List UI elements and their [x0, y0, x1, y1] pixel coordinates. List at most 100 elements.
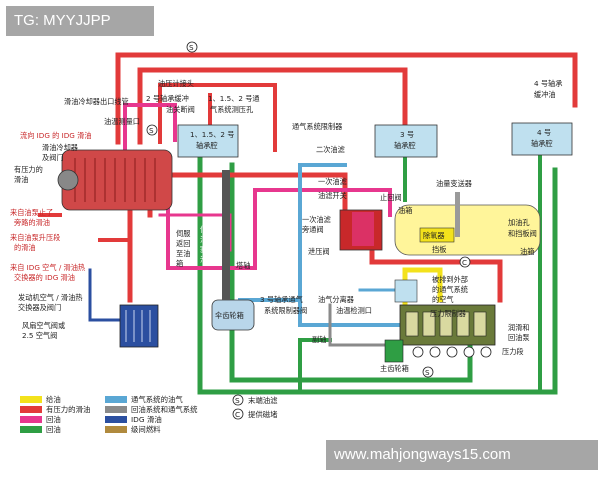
level-sensor: [455, 192, 460, 237]
label-oil-pressure-port: 油压计接头: [158, 79, 194, 88]
label-from-pump2: 旁路的滑油: [14, 218, 50, 227]
scavenge-pipe-bottom: [298, 338, 332, 394]
label-pressurized2: 滑油: [14, 175, 28, 184]
label-exhaust: 被排到外部: [432, 275, 468, 284]
bearing-box-4-label: 4 号: [537, 128, 551, 137]
return-pipe-servo: [166, 188, 392, 270]
legend-scavenge: 回油: [46, 425, 61, 434]
exchanger-fins: [125, 310, 151, 342]
label-cooler-valve2: 及阀门: [42, 153, 64, 162]
s-marker-cooler-letter: S: [149, 126, 154, 135]
label-level-sensor: 油量变送器: [436, 179, 472, 188]
label-scavenge-pump: 润滑和: [508, 323, 530, 332]
label-no3-vent: 3 号轴承通气: [260, 295, 303, 304]
label-shutoff-valve2: 油关断阀: [166, 105, 195, 114]
label-temp-port: 油温测量口: [104, 117, 140, 126]
pressure-pipe-idg: [38, 213, 132, 242]
s-marker-gearbox-letter: S: [425, 368, 430, 377]
labels: 油压计接头 2 号轴承缓冲 1、1.5、2 号通 油关断阀 气系统测压孔 滑油冷…: [10, 79, 562, 373]
label-engine-air: 发动机空气 / 滑油热: [18, 293, 83, 302]
end-filter-markers: [146, 41, 434, 378]
idg-pipe: [88, 268, 122, 322]
label-servo-return3: 至油: [176, 249, 190, 258]
label-engine-air2: 交换器及阀门: [18, 303, 61, 312]
vent-pipe-1: [238, 163, 347, 302]
label-pressure-limiter: 压力限制器: [430, 309, 466, 318]
legend-supply: 给油: [46, 395, 61, 404]
label-filler2: 和挡板阀: [508, 229, 537, 238]
vent-pipe-2: [298, 298, 402, 327]
legend: 给油 有压力的滑油 回油 回油 通气系统的油气 回油系统和通气系统 IDG 滑油…: [20, 394, 278, 434]
baffle-label: 挡板: [432, 245, 446, 254]
legend-swatch-idg: [105, 416, 127, 423]
label-exhaust3: 的空气: [432, 295, 454, 304]
c-marker-tank: [459, 256, 471, 268]
deaerator-label: 除氧器: [423, 231, 445, 240]
legend-swatch-scavenge-vent: [105, 406, 127, 413]
label-primary-bypass: 一次油滤: [302, 215, 331, 224]
label-from-pump-stage2: 的滑油: [14, 243, 36, 252]
label-servo-filter2: 油活: [200, 235, 214, 244]
pump-magnetic-plugs: [412, 346, 492, 358]
label-scavenge-pump2: 回油泵: [508, 333, 530, 342]
label-from-pump-stage: 来自油泵升压段: [10, 233, 60, 242]
legend-c-letter: C: [235, 410, 240, 419]
return-pipe-1: [123, 103, 177, 152]
label-servo-filter3: 塞器的: [200, 245, 222, 254]
label-oil-separator: 油气分离器: [318, 295, 354, 304]
label-relief-valve: 泄压阀: [308, 247, 330, 256]
pressure-pipe-top: [115, 52, 578, 145]
legend-swatch-scavenge: [20, 426, 42, 433]
s-marker-cooler: [146, 124, 158, 136]
cooler-valve: [57, 169, 79, 191]
s-marker-top-letter: S: [189, 43, 194, 52]
label-tank: 油箱: [520, 247, 534, 256]
legend-s-desc: 末端油滤: [248, 396, 278, 405]
deaerator: [419, 227, 455, 243]
label-no2-buffer: 2 号轴承缓冲: [146, 94, 189, 103]
s-marker-gearbox: [422, 366, 434, 378]
label-servo-filter4: 滑油: [200, 255, 214, 264]
legend-scavenge-vent: 回油系统和通气系统: [131, 405, 198, 414]
label-primary-filter: 一次油滤: [318, 177, 347, 186]
bearing-box-3-label2: 轴承腔: [394, 141, 416, 150]
label-filler: 加油孔: [508, 218, 530, 227]
legend-return: 回油: [46, 415, 61, 424]
bearing-box-4-label2: 轴承腔: [531, 139, 553, 148]
legend-swatch-pressure: [20, 406, 42, 413]
label-check-valve: 止回阀: [380, 193, 402, 202]
label-no4-buffer: 4 号轴承: [534, 79, 562, 88]
label-filter-switch: 油滤开关: [318, 191, 347, 200]
legend-fuel: 级间燃料: [131, 425, 161, 434]
scavenge-vent-pipe: [328, 303, 402, 347]
label-servo-return2: 返回: [176, 239, 190, 248]
label-servo-return: 伺服: [176, 229, 190, 238]
bearing-box-4: [511, 122, 573, 156]
label-temp-check: 油温检测口: [336, 306, 372, 315]
bearing-box-3: [374, 124, 438, 158]
label-fan-air2: 2.5 空气阀: [22, 331, 57, 340]
label-no4-buffer2: 缓冲油: [534, 90, 556, 99]
legend-s-letter: S: [235, 396, 240, 405]
label-tower-shaft: 塔轴: [236, 261, 250, 270]
label-oil-tank: 油箱: [398, 206, 412, 215]
c-marker-tank-letter: C: [462, 258, 467, 267]
pressure-pipe-filter: [147, 172, 348, 218]
label-no3-vent2: 系统限制器阀: [264, 306, 307, 315]
label-shutoff-valve: 1、1.5、2 号通: [208, 94, 260, 103]
label-servo-return4: 箱: [176, 259, 183, 268]
label-from-idg-air2: 交换器的 IDG 滑油: [14, 273, 75, 282]
scavenge-pipe-inner: [229, 162, 473, 383]
legend-c-icon: [232, 408, 244, 420]
oil-tank: [394, 204, 541, 256]
watermark-bottom: www.mahjongways15.com: [326, 440, 598, 470]
label-main-gearbox: 主齿轮箱: [380, 364, 409, 373]
label-secondary-filter: 二次油滤: [316, 145, 345, 154]
scavenge-pipe-right: [403, 148, 542, 394]
label-cooler-valve: 滑油冷却器: [42, 143, 78, 152]
watermark-top: TG: MYYJJPP: [6, 6, 154, 36]
angle-gearbox: [211, 299, 255, 331]
label-from-pump: 来自油泵止了: [10, 208, 53, 217]
pump-stages: [405, 311, 487, 337]
